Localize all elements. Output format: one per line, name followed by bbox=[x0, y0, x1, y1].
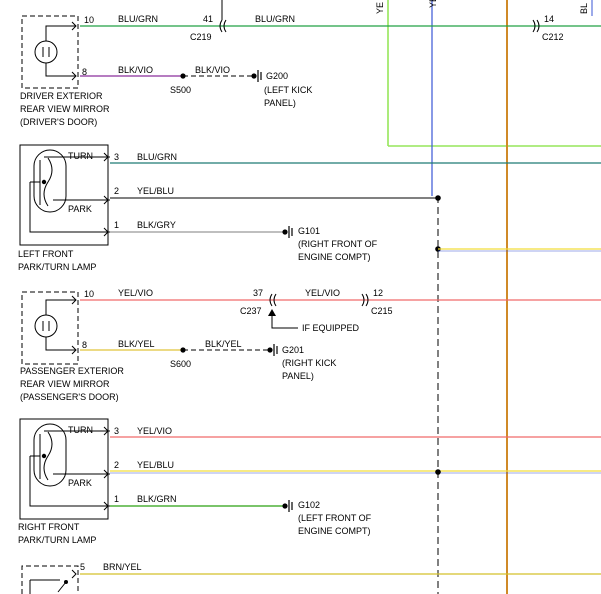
driver-mirror-name-3: (DRIVER'S DOOR) bbox=[20, 117, 97, 127]
splice-s600-label: S600 bbox=[170, 359, 191, 369]
driver-mirror-motor-symbol bbox=[42, 47, 50, 57]
bus-label-ye-1: YE bbox=[375, 2, 385, 14]
connector-c219-symbol bbox=[219, 19, 227, 33]
bus-label-ye-2: YE bbox=[428, 0, 438, 8]
ground-g201-label: G201 bbox=[282, 345, 304, 355]
right-front-lamp-box bbox=[19, 418, 109, 520]
left-wire-yel-blu-label: YEL/BLU bbox=[137, 186, 174, 196]
passenger-mirror-name-1: PASSENGER EXTERIOR bbox=[20, 366, 124, 376]
c219-pin: 41 bbox=[203, 14, 213, 24]
driver-wire-blk-vio-label-2: BLK/VIO bbox=[195, 65, 230, 75]
ground-g101-icon bbox=[282, 226, 293, 238]
driver-mirror-group: 10 8 DRIVER EXTERIOR REAR VIEW MIRROR (D… bbox=[20, 15, 110, 127]
driver-wire-blu-grn-label-2: BLU/GRN bbox=[255, 14, 295, 24]
right-wire-yel-blu-label: YEL/BLU bbox=[137, 460, 174, 470]
driver-mirror-pin-8: 8 bbox=[82, 67, 87, 77]
bottom-component-box bbox=[21, 565, 79, 594]
passenger-wire-yel-vio-label: YEL/VIO bbox=[118, 288, 153, 298]
left-pin-3: 3 bbox=[114, 152, 119, 162]
if-equipped-label: IF EQUIPPED bbox=[302, 323, 360, 333]
passenger-wire-yel-vio-label-2: YEL/VIO bbox=[305, 288, 340, 298]
left-front-bulb-icon bbox=[33, 149, 67, 213]
right-pin-3: 3 bbox=[114, 426, 119, 436]
bottom-wire-brn-yel-label: BRN/YEL bbox=[103, 562, 142, 572]
ground-g102-icon bbox=[282, 500, 293, 512]
driver-mirror-pin-10: 10 bbox=[84, 15, 94, 25]
ground-g101-loc-1: (RIGHT FRONT OF bbox=[298, 239, 378, 249]
driver-mirror-box bbox=[21, 15, 79, 89]
c215-pin: 12 bbox=[373, 288, 383, 298]
passenger-mirror-box bbox=[21, 291, 79, 365]
driver-mirror-name-2: REAR VIEW MIRROR bbox=[20, 104, 110, 114]
bottom-component-group bbox=[21, 565, 79, 594]
right-lamp-turn-label: TURN bbox=[68, 425, 93, 435]
connector-c215-symbol bbox=[361, 293, 369, 307]
driver-wire-blk-vio-label: BLK/VIO bbox=[118, 65, 153, 75]
bottom-pin-5: 5 bbox=[80, 562, 85, 572]
c237-pin: 37 bbox=[253, 288, 263, 298]
right-wire-yel-vio-label: YEL/VIO bbox=[137, 426, 172, 436]
left-pin-1: 1 bbox=[114, 220, 119, 230]
c212-pin: 14 bbox=[544, 14, 554, 24]
driver-mirror-motor-icon bbox=[34, 40, 58, 64]
c212-label: C212 bbox=[542, 32, 564, 42]
driver-wire-blu-grn-label: BLU/GRN bbox=[118, 14, 158, 24]
passenger-mirror-name-2: REAR VIEW MIRROR bbox=[20, 379, 110, 389]
right-yel-blu-splice bbox=[435, 469, 441, 475]
ground-g200-loc-1: (LEFT KICK bbox=[264, 85, 312, 95]
bus-label-bl: BL bbox=[579, 3, 589, 14]
left-lamp-park-label: PARK bbox=[68, 204, 92, 214]
driver-mirror-name-1: DRIVER EXTERIOR bbox=[20, 91, 103, 101]
passenger-mirror-name-3: (PASSENGER'S DOOR) bbox=[20, 392, 119, 402]
left-lamp-name-1: LEFT FRONT bbox=[18, 249, 74, 259]
ground-g102-label: G102 bbox=[298, 500, 320, 510]
connector-c212-symbol bbox=[532, 19, 540, 33]
left-yel-blu-splice bbox=[435, 195, 441, 201]
passenger-mirror-pin-10: 10 bbox=[84, 289, 94, 299]
splice-s500-label: S500 bbox=[170, 85, 191, 95]
ground-g201-loc-1: (RIGHT KICK bbox=[282, 358, 336, 368]
left-front-lamp-box bbox=[19, 144, 109, 246]
ground-g201-icon bbox=[267, 344, 278, 356]
c215-label: C215 bbox=[371, 306, 393, 316]
ground-g200-label: G200 bbox=[266, 71, 288, 81]
left-lamp-turn-label: TURN bbox=[68, 151, 93, 161]
right-lamp-park-label: PARK bbox=[68, 478, 92, 488]
left-wire-blk-gry-label: BLK/GRY bbox=[137, 220, 176, 230]
right-pin-1: 1 bbox=[114, 494, 119, 504]
left-wire-blu-grn-label: BLU/GRN bbox=[137, 152, 177, 162]
ground-g200-loc-2: PANEL) bbox=[264, 98, 296, 108]
passenger-mirror-pin-8: 8 bbox=[82, 340, 87, 350]
ground-g102-loc-1: (LEFT FRONT OF bbox=[298, 513, 372, 523]
ground-g200-icon bbox=[251, 70, 262, 82]
ground-g101-label: G101 bbox=[298, 226, 320, 236]
right-wire-blk-grn-label: BLK/GRN bbox=[137, 494, 177, 504]
right-lamp-name-1: RIGHT FRONT bbox=[18, 522, 80, 532]
ground-g101-loc-2: ENGINE COMPT) bbox=[298, 252, 371, 262]
passenger-wire-blk-yel-label: BLK/YEL bbox=[118, 339, 155, 349]
c237-label: C237 bbox=[240, 306, 262, 316]
left-front-lamp-group: TURN PARK LEFT FRONT PARK/TURN LAMP bbox=[18, 144, 110, 272]
if-equipped-pointer bbox=[271, 310, 298, 329]
right-front-bulb-icon bbox=[33, 423, 67, 487]
driver-mirror-leads bbox=[45, 25, 76, 77]
left-pin-2: 2 bbox=[114, 186, 119, 196]
passenger-mirror-group: 10 8 PASSENGER EXTERIOR REAR VIEW MIRROR… bbox=[20, 289, 124, 402]
passenger-wire-blk-yel-label-2: BLK/YEL bbox=[205, 339, 242, 349]
right-front-lamp-group: TURN PARK RIGHT FRONT PARK/TURN LAMP bbox=[18, 418, 110, 545]
c219-label: C219 bbox=[190, 32, 212, 42]
right-lamp-name-2: PARK/TURN LAMP bbox=[18, 535, 96, 545]
passenger-mirror-motor-icon bbox=[34, 314, 58, 338]
ground-g201-loc-2: PANEL) bbox=[282, 371, 314, 381]
left-lamp-name-2: PARK/TURN LAMP bbox=[18, 262, 96, 272]
connector-c237-symbol bbox=[269, 293, 277, 307]
right-pin-2: 2 bbox=[114, 460, 119, 470]
ground-g102-loc-2: ENGINE COMPT) bbox=[298, 526, 371, 536]
